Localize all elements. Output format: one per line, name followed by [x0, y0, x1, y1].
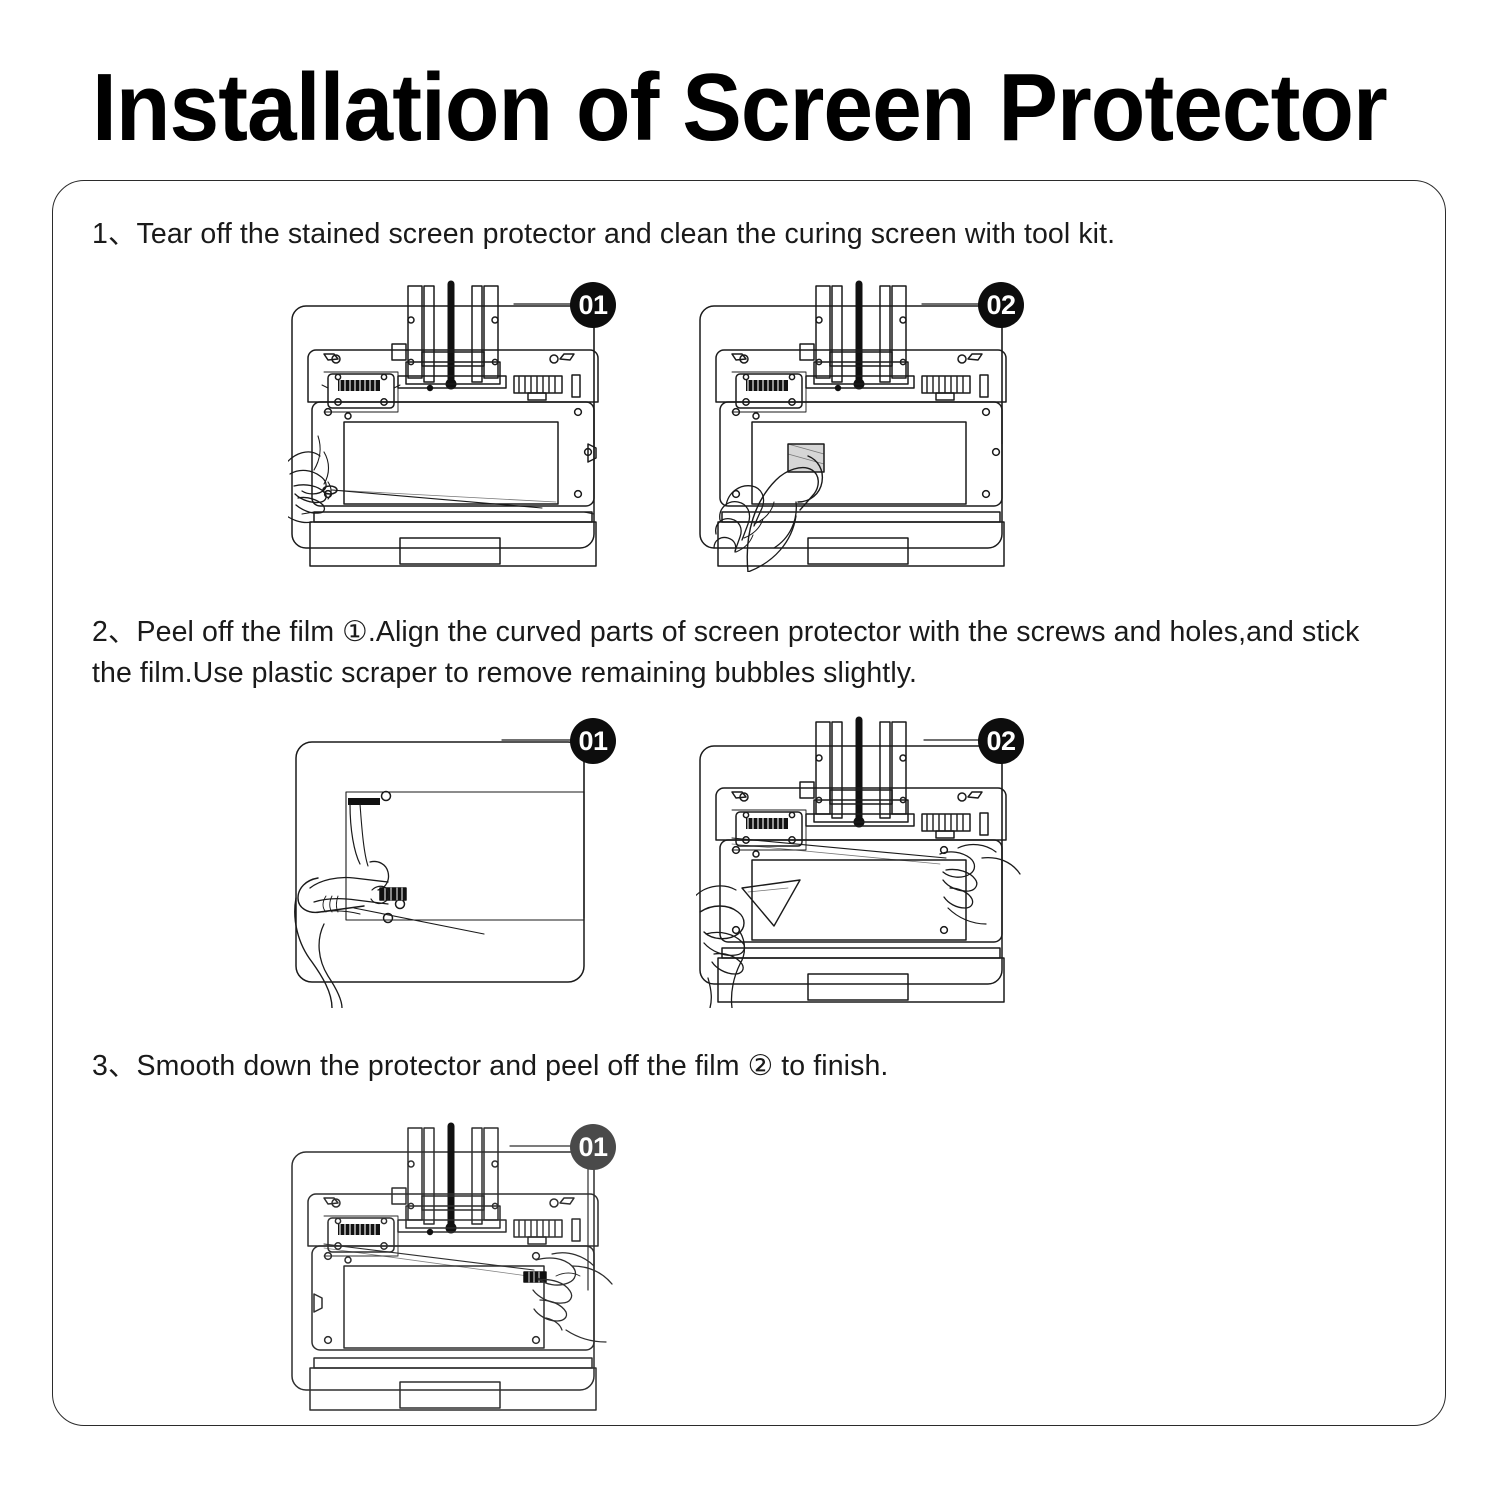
printer-illustration-apply-protector: [696, 716, 1021, 1008]
step-3-instruction: 3、Smooth down the protector and peel off…: [92, 1050, 889, 1082]
protector-illustration-peel-film-one: [294, 739, 585, 1008]
step-3-figures: 01: [288, 1118, 618, 1414]
step-1-instruction: 1、Tear off the stained screen protector …: [92, 218, 1116, 250]
step-2-figures: 01: [288, 712, 1026, 1008]
printer-illustration-peel-old-film: [288, 280, 599, 567]
figure-badge-02: 02: [978, 282, 1024, 328]
figure-badge-01: 01: [570, 282, 616, 328]
step-1-figures: 01: [288, 276, 1026, 572]
printer-illustration-peel-film-two: [291, 1122, 613, 1411]
figure-badge-01: 01: [570, 1124, 616, 1170]
step-2-instruction: 2、Peel off the film ①.Align the curved p…: [92, 616, 1360, 689]
figure-step3-01: 01: [288, 1118, 618, 1414]
figure-step1-01: 01: [288, 276, 618, 572]
figure-step2-02: 02: [696, 712, 1026, 1008]
page-title: Installation of Screen Protector: [92, 54, 1388, 161]
figure-badge-02: 02: [978, 718, 1024, 764]
printer-illustration-clean-screen: [699, 280, 1007, 572]
figure-step1-02: 02: [696, 276, 1026, 572]
figure-badge-01: 01: [570, 718, 616, 764]
figure-step2-01: 01: [288, 712, 618, 1008]
